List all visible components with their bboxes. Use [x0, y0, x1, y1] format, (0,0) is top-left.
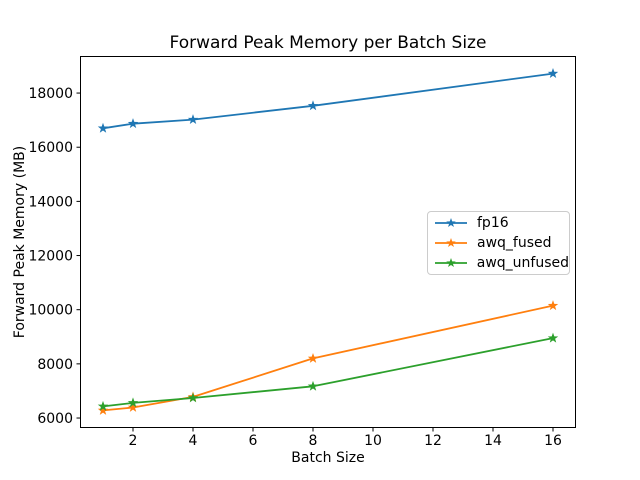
x-axis-label: Batch Size: [291, 450, 365, 466]
y-tick-label: 10000: [28, 303, 73, 319]
series-line-awq_unfused: [102, 337, 554, 408]
legend-label: fp16: [477, 215, 509, 231]
legend-label: awq_fused: [477, 235, 552, 251]
star-marker-icon: [446, 258, 456, 268]
plot-frame: [80, 56, 576, 428]
x-tick-label: 6: [249, 433, 258, 449]
data-point-marker-fp16: [307, 100, 319, 111]
data-point-marker-fp16: [127, 118, 139, 129]
legend-line-sample: [435, 238, 467, 248]
data-point-marker-awq_unfused: [547, 332, 559, 343]
data-point-marker-fp16: [187, 114, 199, 125]
data-point-marker-fp16: [547, 68, 559, 79]
y-tick-label: 6000: [37, 411, 73, 427]
legend-entry-fp16: fp16: [434, 213, 569, 233]
data-point-marker-awq_fused: [127, 401, 139, 412]
y-axis-label: Forward Peak Memory (MB): [12, 145, 28, 339]
legend-label: awq_unfused: [476, 255, 569, 271]
legend: fp16 awq_fused awq_unfused: [427, 211, 570, 275]
data-point-marker-awq_fused: [97, 404, 109, 415]
y-tick-label: 16000: [28, 140, 73, 156]
y-tick-label: 12000: [28, 249, 73, 265]
x-tick-label: 14: [484, 433, 502, 449]
y-tick-label: 8000: [37, 357, 73, 373]
y-tick-label: 14000: [28, 194, 73, 210]
star-marker-icon: [446, 238, 456, 248]
y-tick-label: 18000: [28, 86, 73, 102]
data-point-marker-awq_unfused: [307, 380, 319, 391]
x-tick-label: 2: [129, 433, 138, 449]
data-point-marker-awq_unfused: [127, 397, 139, 408]
data-point-marker-awq_unfused: [97, 400, 109, 411]
x-tick-label: 16: [544, 433, 562, 449]
x-tick-label: 10: [364, 433, 382, 449]
data-point-marker-awq_fused: [547, 300, 559, 311]
legend-entry-awq-fused: awq_fused: [434, 233, 569, 253]
legend-line-sample: [435, 258, 467, 268]
legend-entry-awq-unfused: awq_unfused: [434, 253, 569, 273]
legend-line-sample: [435, 218, 467, 228]
data-point-marker-awq_fused: [307, 352, 319, 363]
star-marker-icon: [446, 218, 456, 228]
series-line-fp16: [102, 72, 554, 130]
data-point-marker-fp16: [97, 122, 109, 133]
x-tick-label: 4: [189, 433, 198, 449]
series-line-awq_fused: [102, 304, 554, 412]
chart-title: Forward Peak Memory per Batch Size: [169, 33, 487, 53]
x-tick-label: 12: [424, 433, 442, 449]
data-point-marker-awq_unfused: [187, 392, 199, 403]
x-tick-label: 8: [309, 433, 318, 449]
